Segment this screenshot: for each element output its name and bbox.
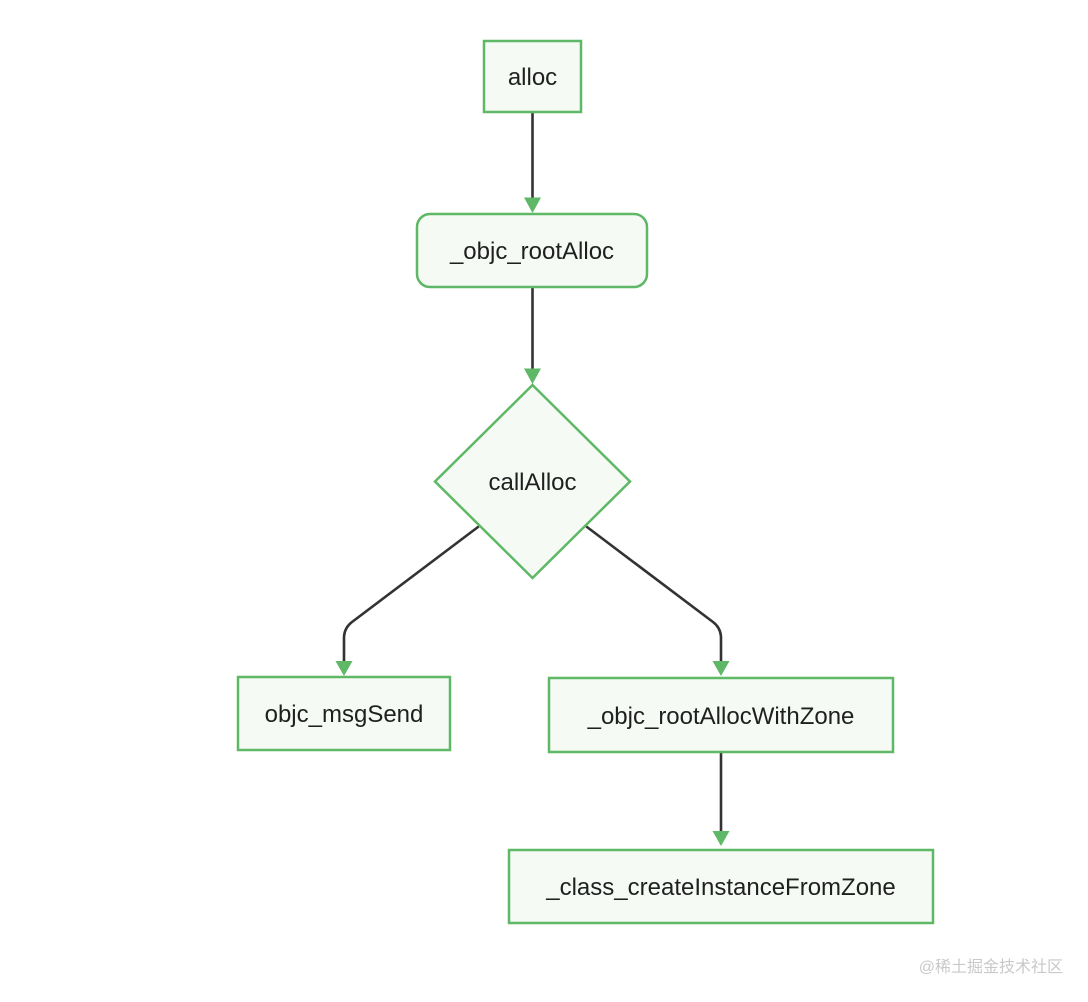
- node-objc-msgsend: objc_msgSend: [236, 675, 452, 752]
- node-callalloc-label: callAlloc: [488, 469, 576, 496]
- node-class-createinstancefromzone-shape: [507, 848, 935, 925]
- node-class-createinstancefromzone: _class_createInstanceFromZone: [507, 848, 935, 925]
- node-objc-msgsend-shape: [236, 675, 452, 752]
- edge-line: [342, 525, 480, 664]
- node-alloc-label: alloc: [508, 64, 557, 91]
- node-callalloc-shape: [433, 383, 632, 580]
- node-objc-rootallocwithzone-label: _objc_rootAllocWithZone: [587, 703, 855, 730]
- node-objc-msgsend-label: objc_msgSend: [265, 701, 424, 728]
- node-objc-rootallocwithzone: _objc_rootAllocWithZone: [547, 676, 895, 754]
- edge-callalloc-to-msgsend: [335, 525, 480, 676]
- node-objc-rootalloc: _objc_rootAlloc: [415, 212, 649, 289]
- node-objc-rootalloc-label: _objc_rootAlloc: [449, 238, 614, 265]
- edge-rootallocwithzone-to-createinstance: [712, 750, 730, 846]
- node-objc-rootallocwithzone-shape: [547, 676, 895, 754]
- arrowhead-icon: [524, 368, 541, 384]
- edge-callalloc-to-rootallocwithzone: [585, 525, 730, 676]
- arrowhead-icon: [712, 661, 730, 676]
- edge-alloc-to-rootalloc: [524, 111, 541, 213]
- edge-line: [585, 525, 723, 664]
- node-objc-rootalloc-shape: [415, 212, 649, 289]
- edge-rootalloc-to-callalloc: [524, 285, 541, 384]
- node-class-createinstancefromzone-label: _class_createInstanceFromZone: [545, 874, 896, 901]
- arrowhead-icon: [335, 661, 353, 676]
- arrowhead-icon: [524, 197, 541, 213]
- node-alloc: alloc: [482, 39, 583, 114]
- watermark: @稀土掘金技术社区: [919, 958, 1063, 976]
- arrowhead-icon: [712, 831, 730, 846]
- node-alloc-shape: [482, 39, 583, 114]
- node-callalloc: callAlloc: [433, 383, 632, 580]
